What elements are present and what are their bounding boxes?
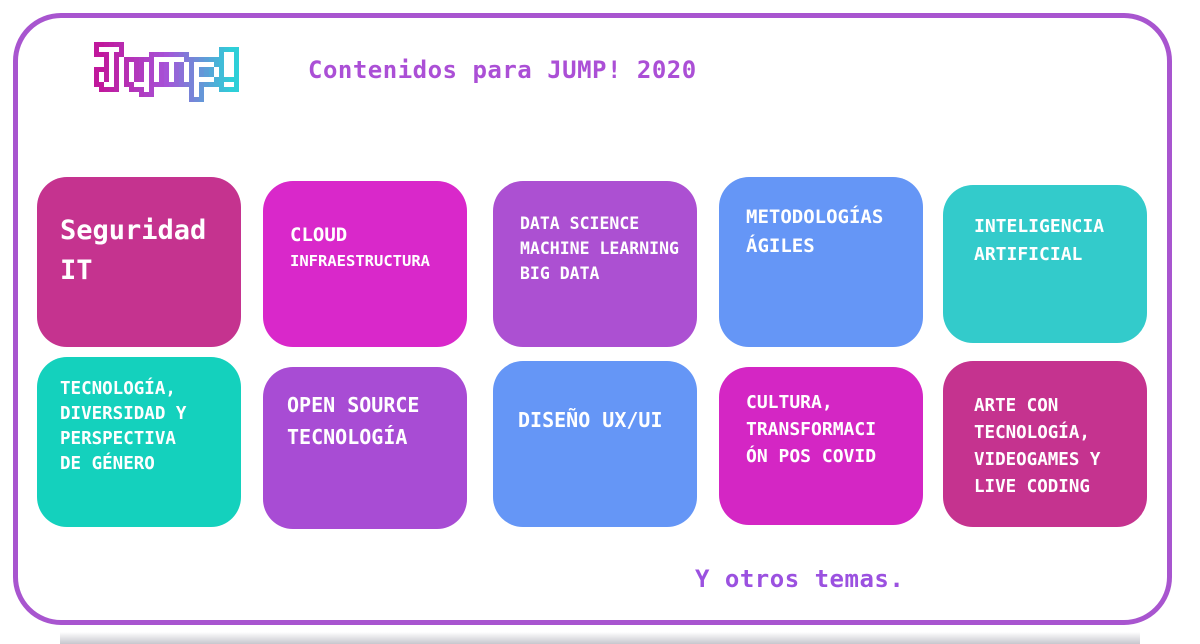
footer-note: Y otros temas. (695, 565, 905, 593)
topic-card-label: ARTE CON TECNOLOGÍA, VIDEOGAMES Y LIVE C… (974, 396, 1101, 497)
topic-card-label: DISEÑO UX/UI (518, 408, 663, 432)
topic-card-cloud-infraestructura: CLOUD INFRAESTRUCTURA (263, 181, 467, 347)
slide-title: Contenidos para JUMP! 2020 (308, 56, 697, 84)
jump-logo-pixelart (94, 42, 239, 102)
topic-card-inteligencia-artificial: INTELIGENCIA ARTIFICIAL (943, 185, 1147, 343)
topic-card-diseno-ux-ui: DISEÑO UX/UI (493, 361, 697, 527)
topic-card-subtitle: INFRAESTRUCTURA (290, 252, 430, 270)
topic-card-arte-con-tecnologia: ARTE CON TECNOLOGÍA, VIDEOGAMES Y LIVE C… (943, 361, 1147, 527)
topic-card-cultura-pos-covid: CULTURA, TRANSFORMACI ÓN POS COVID (719, 367, 923, 525)
topic-card-tecnologia-diversidad: TECNOLOGÍA, DIVERSIDAD Y PERSPECTIVA DE … (37, 357, 241, 527)
jump-logo (94, 42, 239, 111)
topic-card-label: METODOLOGÍAS ÁGILES (746, 206, 884, 257)
topic-card-seguridad-it: Seguridad IT (37, 177, 241, 347)
slide-frame: Contenidos para JUMP! 2020 Seguridad IT … (13, 13, 1172, 625)
topic-card-label: DATA SCIENCE MACHINE LEARNING BIG DATA (520, 214, 679, 283)
topic-card-title: CLOUD (290, 224, 348, 246)
topic-card-data-science: DATA SCIENCE MACHINE LEARNING BIG DATA (493, 181, 697, 347)
topic-card-metodologias-agiles: METODOLOGÍAS ÁGILES (719, 177, 923, 347)
topic-card-label: CULTURA, TRANSFORMACI ÓN POS COVID (746, 392, 877, 467)
topic-card-label: TECNOLOGÍA, DIVERSIDAD Y PERSPECTIVA DE … (60, 379, 187, 474)
topic-card-label: Seguridad IT (60, 215, 207, 286)
topic-card-label: OPEN SOURCE TECNOLOGÍA (287, 393, 420, 449)
window-edge-shadow (60, 632, 1140, 644)
topic-card-open-source: OPEN SOURCE TECNOLOGÍA (263, 367, 467, 529)
topic-card-label: INTELIGENCIA ARTIFICIAL (974, 216, 1105, 265)
